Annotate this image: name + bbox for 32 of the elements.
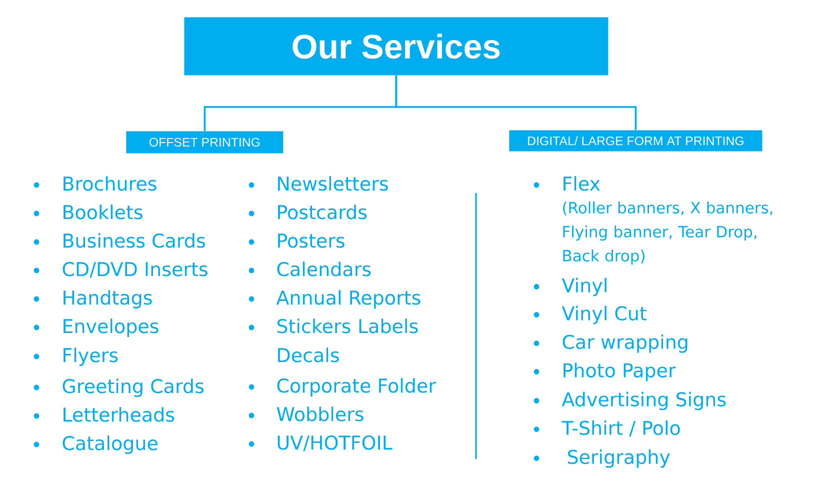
list-item: Postcards <box>278 204 367 220</box>
list-item: Posters <box>278 234 344 248</box>
list-item: CD/DVD Inserts <box>62 262 208 278</box>
list-item: Envelopes <box>64 318 158 337</box>
connector-line <box>395 75 637 130</box>
list-item: Stickers Labels Decals <box>277 318 418 362</box>
list-item: Flyers <box>64 348 118 366</box>
list-item: UV/HOTFOIL <box>278 435 392 452</box>
list-item: Business Cards <box>64 233 205 248</box>
category-banner: OFFSET PRINTING <box>126 131 284 154</box>
list-item: Brochures <box>64 176 156 191</box>
list-item: Serigraphy <box>568 449 670 468</box>
category-banner: DIGITAL/ LARGE FORM AT PRINTING <box>509 130 762 152</box>
list-item: Photo Paper <box>564 362 676 382</box>
list-item: Flex <box>564 176 600 191</box>
list-item: T-Shirt / Polo <box>562 420 680 437</box>
list-item: Corporate Folder <box>277 378 436 396</box>
item-description: (Roller banners, X banners, Flying banner, Tear Drop, Back drop) <box>563 202 772 265</box>
list-item: Vinyl Cut <box>562 306 646 324</box>
list-item: Car wrapping <box>562 334 688 353</box>
list-item: Wobblers <box>276 406 364 422</box>
list-item: Booklets <box>64 204 142 220</box>
title-banner: Our Services <box>184 17 608 76</box>
list-item: Advertising Signs <box>562 392 726 410</box>
list-item: Vinyl <box>562 278 606 296</box>
list-item: Handtags <box>64 290 152 308</box>
list-item: Greeting Cards <box>62 378 204 397</box>
list-item: Annual Reports <box>276 290 420 308</box>
list-item: Letterheads <box>64 407 174 422</box>
list-item: Catalogue <box>62 436 158 454</box>
list-item: Calendars <box>277 262 371 276</box>
list-item: Newsletters <box>278 176 388 191</box>
